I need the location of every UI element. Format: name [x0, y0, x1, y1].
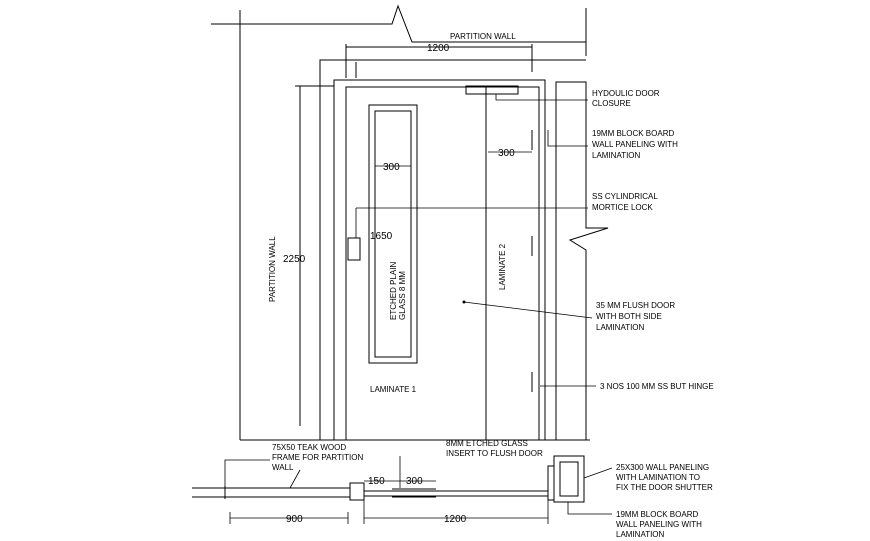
plan-dim-300-label: 300 — [406, 476, 423, 487]
glass-panel-outer — [368, 104, 418, 364]
teak-frame-leader-2 — [289, 469, 301, 489]
flush-door-label-3: LAMINATION — [596, 323, 645, 332]
flush-door-leader — [463, 301, 593, 319]
door-closure — [465, 85, 519, 95]
flush-door-leader-dot — [462, 300, 466, 304]
lock-label-1: SS CYLINDRICAL — [592, 192, 658, 201]
teak-frame-leader — [224, 459, 270, 486]
block-board-leader — [547, 130, 588, 147]
dim-top-width: 1200 — [427, 43, 450, 54]
dim-glass-offset: 300 — [498, 148, 515, 159]
plan-wall-right-inner — [559, 461, 579, 497]
door-leaf — [345, 86, 540, 440]
teak-frame-label-2: FRAME FOR PARTITION — [272, 453, 363, 462]
glass-insert-label-1: 8MM ETCHED GLASS — [446, 439, 528, 448]
mortice-lock — [347, 237, 361, 261]
plan-paneling — [547, 465, 555, 501]
outer-frame-line — [319, 59, 586, 440]
laminate-2-label: LAMINATE 2 — [498, 243, 507, 290]
flush-door-label-2: WITH BOTH SIDE — [596, 312, 662, 321]
partition-wall-side-label: PARTITION WALL — [268, 236, 277, 302]
block-board-label-1: 19MM BLOCK BOARD — [592, 129, 674, 138]
wall-paneling-leader — [583, 467, 613, 479]
dim-glass-height: 1650 — [370, 231, 393, 242]
block-board-label-3: LAMINATION — [592, 151, 641, 160]
laminate-1-label: LAMINATE 1 — [370, 385, 417, 394]
plan-dim-900-label: 900 — [286, 514, 303, 525]
block-board-label-2: WALL PANELING WITH — [592, 140, 678, 149]
closure-label-1: HYDOULIC DOOR — [592, 89, 660, 98]
top-wall-break-line — [211, 4, 586, 43]
glass-insert-label-2: INSERT TO FLUSH DOOR — [446, 449, 543, 458]
block-board-bottom-label-3: LAMINATION — [616, 530, 665, 539]
block-board-bottom-label-2: WALL PANELING WITH — [616, 520, 702, 529]
glass-panel-label-1: ETCHED PLAIN — [389, 262, 398, 320]
plan-dim-150-label: 150 — [368, 476, 385, 487]
glass-panel-label-2: GLASS 8 MM — [398, 271, 407, 320]
hinge-label: 3 NOS 100 MM SS BUT HINGE — [600, 382, 714, 391]
wall-paneling-label-3: FIX THE DOOR SHUTTER — [616, 483, 713, 492]
wall-paneling-label-2: WITH LAMINATION TO — [616, 473, 700, 482]
dim-height: 2250 — [283, 254, 306, 265]
wall-paneling-label-1: 25X300 WALL PANELING — [616, 463, 709, 472]
flush-door-label-1: 35 MM FLUSH DOOR — [596, 301, 675, 310]
teak-frame-label-3: WALL — [272, 463, 294, 472]
plan-frame-block — [349, 482, 365, 501]
plan-wall-right — [553, 455, 585, 503]
glass-panel-label: ETCHED PLAIN GLASS 8 MM — [389, 262, 407, 320]
right-wall-break — [555, 81, 609, 440]
glass-panel-inner — [374, 110, 412, 358]
plan-dim-1200-label: 1200 — [444, 514, 467, 525]
block-board-bottom-label-1: 19MM BLOCK BOARD — [616, 510, 698, 519]
closure-label-2: CLOSURE — [592, 99, 631, 108]
door-frame — [333, 79, 546, 440]
teak-frame-label-1: 75X50 TEAK WOOD — [272, 443, 346, 452]
dim-glass-width: 300 — [383, 162, 400, 173]
partition-wall-top-label: PARTITION WALL — [450, 32, 516, 41]
block-board-bottom-leader — [567, 502, 612, 515]
closure-leader — [495, 94, 588, 101]
lock-label-2: MORTICE LOCK — [592, 203, 653, 212]
